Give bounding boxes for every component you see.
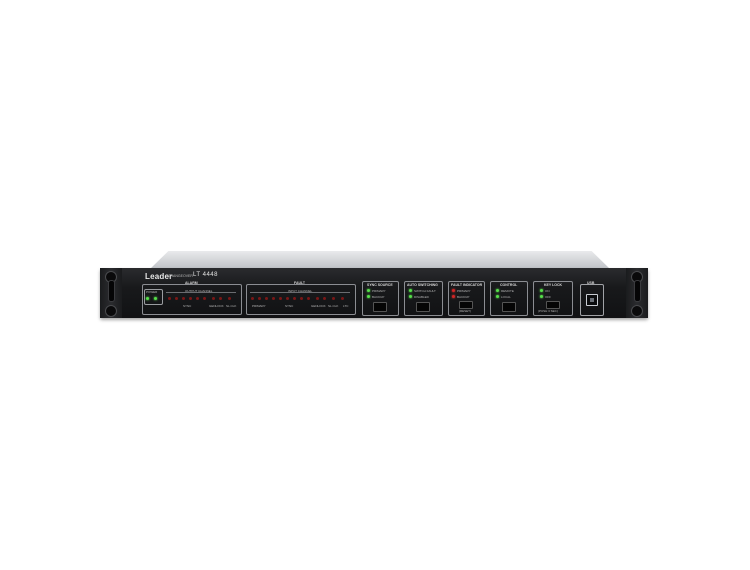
chassis-top bbox=[150, 251, 610, 269]
rack-ear-left bbox=[100, 268, 122, 318]
divider bbox=[250, 292, 350, 293]
fault-reset-button[interactable] bbox=[459, 301, 473, 309]
disabled-label: DISABLED bbox=[414, 295, 429, 299]
key-lock-on-led bbox=[540, 289, 543, 292]
fault-slclk-label: SL.CLK bbox=[328, 304, 339, 308]
fault-backup-led bbox=[452, 295, 455, 298]
fault-indicator-section bbox=[448, 281, 485, 316]
power-box bbox=[144, 289, 163, 305]
key-lock-off-label: OFF bbox=[545, 295, 551, 299]
key-lock-section bbox=[533, 281, 573, 316]
switch-fault-label: SWITCH FAULT bbox=[414, 289, 436, 293]
input-led bbox=[307, 297, 310, 300]
input-led bbox=[286, 297, 289, 300]
alarm-genlock-label: GENLOCK bbox=[209, 304, 224, 308]
fault-primary-label: PRIMARY bbox=[252, 304, 266, 308]
model-number: LT 4448 bbox=[193, 272, 218, 278]
sync-backup-led bbox=[367, 295, 370, 298]
brand-logo: Leader bbox=[145, 272, 173, 281]
input-led bbox=[323, 297, 326, 300]
control-section bbox=[490, 281, 528, 316]
key-lock-title: KEY LOCK bbox=[544, 283, 563, 287]
usb-title: USB bbox=[587, 281, 595, 285]
auto-switching-title: AUTO SWITCHING bbox=[407, 283, 438, 287]
input-led bbox=[279, 297, 282, 300]
switch-fault-led bbox=[409, 289, 412, 292]
control-button[interactable] bbox=[502, 302, 516, 312]
alarm-section bbox=[142, 284, 242, 315]
remote-label: REMOTE bbox=[501, 289, 514, 293]
input-led bbox=[272, 297, 275, 300]
rack-handle-slot bbox=[634, 280, 641, 302]
input-led bbox=[341, 297, 344, 300]
sync-source-section bbox=[362, 281, 399, 316]
output-led bbox=[168, 297, 171, 300]
auto-switching-section bbox=[404, 281, 443, 316]
fault-ltc-label: LTC bbox=[343, 304, 349, 308]
power-led-1 bbox=[146, 297, 149, 300]
output-channel-label: OUTPUT CHANNEL bbox=[185, 289, 213, 293]
output-led bbox=[212, 297, 215, 300]
key-lock-button[interactable] bbox=[546, 301, 560, 309]
fault-genlock-label: GENLOCK bbox=[311, 304, 326, 308]
fault-indicator-title: FAULT INDICATOR bbox=[451, 283, 483, 287]
key-lock-on-label: ON bbox=[545, 289, 550, 293]
key-lock-off-led bbox=[540, 295, 543, 298]
alarm-sync-label: SYNC bbox=[183, 304, 192, 308]
fault-ind-backup-label: BACKUP bbox=[457, 295, 470, 299]
usb-b-port-icon[interactable] bbox=[586, 294, 598, 306]
input-led bbox=[332, 297, 335, 300]
output-led bbox=[175, 297, 178, 300]
fault-primary-led bbox=[452, 289, 455, 292]
screw-icon bbox=[631, 305, 643, 317]
alarm-title: ALARM bbox=[185, 281, 198, 285]
output-led bbox=[203, 297, 206, 300]
disabled-led bbox=[409, 295, 412, 298]
input-led bbox=[258, 297, 261, 300]
fault-section bbox=[246, 284, 356, 315]
sync-primary-led bbox=[367, 289, 370, 292]
auto-switching-button[interactable] bbox=[416, 302, 430, 312]
input-led bbox=[265, 297, 268, 300]
rack-ear-right bbox=[626, 268, 648, 318]
output-led bbox=[182, 297, 185, 300]
output-led bbox=[189, 297, 192, 300]
rack-handle-slot bbox=[108, 280, 115, 302]
input-led bbox=[293, 297, 296, 300]
remote-led bbox=[496, 289, 499, 292]
screw-icon bbox=[105, 305, 117, 317]
alarm-slclk-label: SL.CLK bbox=[226, 304, 237, 308]
sync-backup-label: BACKUP bbox=[372, 295, 385, 299]
local-led bbox=[496, 295, 499, 298]
input-led bbox=[251, 297, 254, 300]
output-led bbox=[196, 297, 199, 300]
power-led-2 bbox=[154, 297, 157, 300]
output-led bbox=[219, 297, 222, 300]
push-3-sec-label: (PUSH 3 SEC) bbox=[538, 309, 558, 313]
device-subtitle: CHANGEOVER bbox=[168, 274, 193, 278]
input-channel-label: INPUT CHANNEL bbox=[288, 289, 313, 293]
sync-source-button[interactable] bbox=[373, 302, 387, 312]
fault-ind-primary-label: PRIMARY bbox=[457, 289, 471, 293]
power-label: POWER bbox=[146, 290, 158, 294]
local-label: LOCAL bbox=[501, 295, 511, 299]
control-title: CONTROL bbox=[500, 283, 518, 287]
output-led bbox=[228, 297, 231, 300]
usb-section bbox=[580, 284, 604, 316]
reset-label: (RESET) bbox=[459, 309, 471, 313]
input-led bbox=[316, 297, 319, 300]
sync-primary-label: PRIMARY bbox=[372, 289, 386, 293]
fault-sync-label: SYNC bbox=[285, 304, 294, 308]
fault-title: FAULT bbox=[294, 281, 306, 285]
sync-source-title: SYNC SOURCE bbox=[367, 283, 393, 287]
divider bbox=[166, 292, 236, 293]
input-led bbox=[300, 297, 303, 300]
